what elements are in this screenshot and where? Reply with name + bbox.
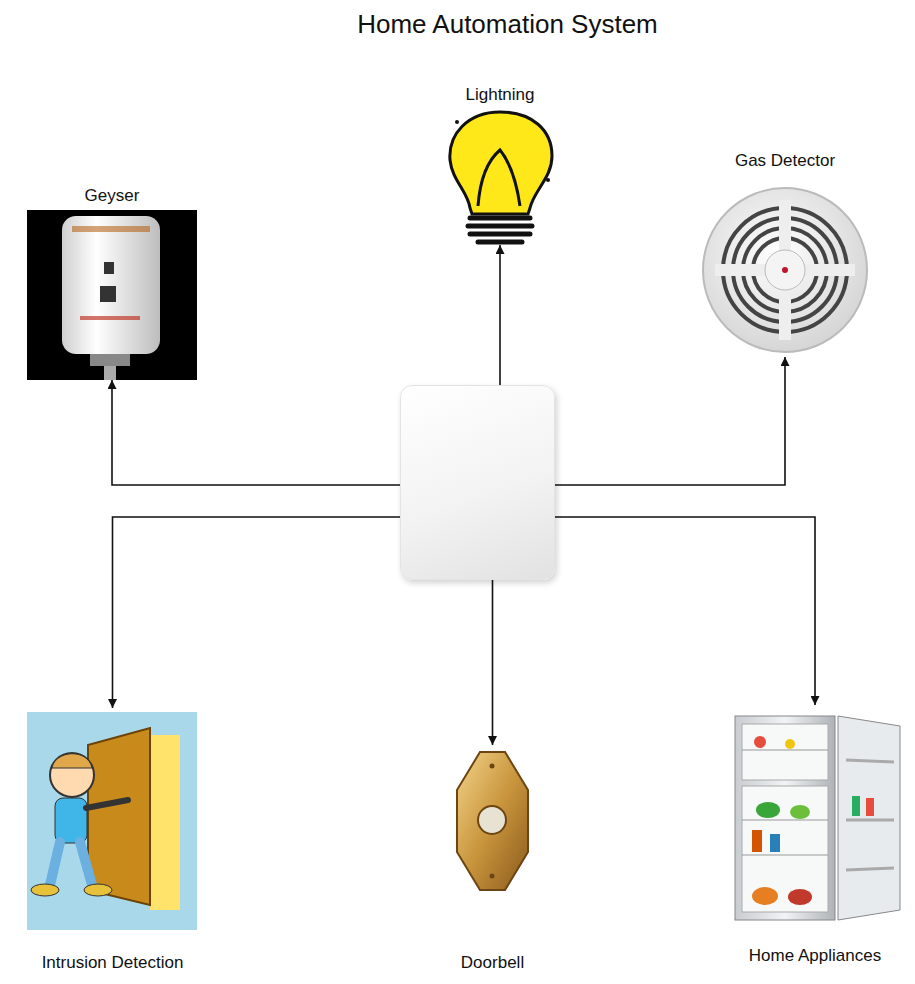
icon-area xyxy=(23,209,201,380)
device-node: Doorbell xyxy=(426,745,559,976)
illustration-part xyxy=(450,112,552,214)
illustration-part xyxy=(457,752,528,890)
illustration-part xyxy=(846,868,894,870)
illustration-part xyxy=(104,262,114,274)
icon-area xyxy=(426,745,559,950)
illustration-part xyxy=(866,798,874,816)
illustration-part xyxy=(27,712,197,930)
illustration-part xyxy=(756,802,780,818)
illustration-part xyxy=(455,120,459,124)
diagram-title: Home Automation System xyxy=(250,8,765,40)
device-node: Gas Detector xyxy=(696,148,874,357)
illustration-part xyxy=(788,889,812,905)
illustration-part xyxy=(742,786,828,912)
device-label: Doorbell xyxy=(426,950,559,976)
illustration-part xyxy=(754,736,766,748)
illustration-part xyxy=(546,178,550,182)
connector-arrow xyxy=(499,245,501,385)
illustration-part xyxy=(490,874,495,879)
doorbell-icon xyxy=(457,752,528,890)
illustration-part xyxy=(478,806,506,834)
illustration-part xyxy=(86,800,128,808)
illustration-part xyxy=(90,354,130,366)
illustration-part xyxy=(490,764,495,769)
illustration-part xyxy=(150,735,180,910)
illustration-part xyxy=(62,216,160,354)
illustration-part xyxy=(478,150,520,206)
device-label: Geyser xyxy=(23,183,201,209)
illustration-part xyxy=(55,798,87,843)
device-node: Intrusion Detection xyxy=(16,708,209,976)
device-node: Lightning xyxy=(436,82,564,245)
connector-arrow xyxy=(555,517,815,705)
device-node: Home Appliances xyxy=(716,705,914,969)
illustration-part xyxy=(790,805,810,819)
illustration-part xyxy=(84,884,112,896)
device-node: Geyser xyxy=(23,183,201,380)
illustration-part xyxy=(742,855,828,856)
hub-device xyxy=(400,385,555,580)
refrigerator-icon xyxy=(735,716,900,920)
illustration-part xyxy=(735,716,835,920)
bulb-icon xyxy=(450,112,552,242)
illustration-part xyxy=(703,188,867,352)
connector-arrow xyxy=(112,380,400,485)
icon-area xyxy=(716,705,914,943)
illustration-part xyxy=(838,716,900,920)
illustration-part xyxy=(50,842,92,885)
icon-area xyxy=(16,708,209,950)
illustration-part xyxy=(31,884,59,896)
illustration-part xyxy=(742,750,828,751)
illustration-part xyxy=(27,210,197,380)
illustration-part xyxy=(765,250,805,290)
illustration-part xyxy=(52,754,92,768)
illustration-part xyxy=(742,820,828,821)
illustration-part xyxy=(50,753,94,797)
device-label: Gas Detector xyxy=(696,148,874,174)
illustration-part xyxy=(752,830,762,852)
intrusion-icon xyxy=(27,712,197,930)
illustration-part xyxy=(782,267,788,273)
connector-arrow xyxy=(113,517,401,708)
illustration-part xyxy=(88,728,150,905)
gas-detector-icon xyxy=(703,188,867,352)
illustration-part xyxy=(852,796,860,816)
illustration-part xyxy=(752,887,778,905)
illustration-part xyxy=(72,226,150,232)
icon-area xyxy=(696,174,874,357)
device-label: Lightning xyxy=(436,82,564,108)
illustration-part xyxy=(785,739,795,749)
geyser-icon xyxy=(27,210,197,380)
device-label: Intrusion Detection xyxy=(16,950,209,976)
illustration-part xyxy=(846,760,894,762)
icon-area xyxy=(436,108,564,245)
device-label: Home Appliances xyxy=(716,943,914,969)
connector-arrow xyxy=(492,580,494,745)
illustration-part xyxy=(742,724,828,780)
illustration-part xyxy=(770,834,780,852)
illustration-part xyxy=(846,819,894,822)
illustration-part xyxy=(100,286,116,302)
connector-arrow xyxy=(555,357,785,485)
illustration-part xyxy=(104,366,116,380)
illustration-part xyxy=(468,218,532,242)
illustration-part xyxy=(80,316,140,320)
